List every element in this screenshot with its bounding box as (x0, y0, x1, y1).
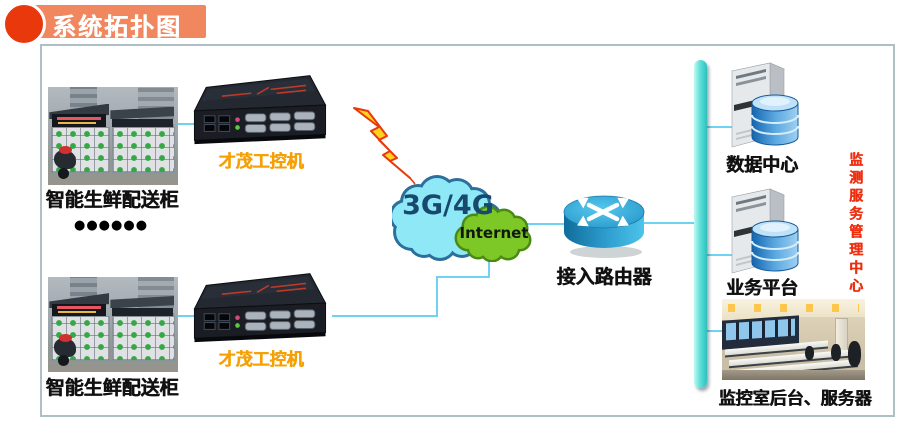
wire-ipc2-a (332, 315, 438, 317)
cabinet-photo-top (48, 87, 178, 185)
business-label: 业务平台 (726, 278, 798, 299)
cellular-cloud-label: 3G/4G (402, 190, 494, 221)
title-bullet-icon (2, 2, 46, 46)
diagram-frame (40, 44, 895, 417)
bus-bar (694, 60, 707, 388)
internet-cloud-icon (454, 205, 532, 262)
router-label: 接入路由器 (556, 266, 652, 288)
wire-bus-datacenter (704, 126, 742, 128)
lightning-icon (353, 107, 416, 185)
wire-bus-monitor (704, 330, 728, 332)
monitor-room-label: 监控室后台、服务器 (718, 389, 872, 409)
internet-cloud-label: Internet (459, 224, 529, 242)
monitor-room-photo (722, 299, 865, 380)
cabinet-label-top: 智能生鲜配送柜 (45, 189, 179, 211)
wire-internet-router (515, 223, 566, 225)
cabinet-label-bottom: 智能生鲜配送柜 (45, 377, 179, 399)
wire-cabinet-bottom (168, 315, 204, 317)
server-icon-datacenter (731, 62, 799, 148)
wire-router-bus (640, 222, 700, 224)
cabinet-photo-bottom (48, 277, 178, 372)
ipc-device-bottom (193, 273, 327, 343)
vertical-title: 监测服务管理中心 (847, 152, 863, 296)
ipc-label-top: 才茂工控机 (218, 152, 304, 172)
wire-ipc2-c (436, 276, 490, 278)
wire-bus-business (704, 254, 742, 256)
datacenter-label: 数据中心 (726, 155, 798, 176)
title-banner (30, 5, 206, 38)
router-icon (563, 195, 645, 258)
scooter-icon (51, 142, 80, 180)
wire-ipc2-b (436, 276, 438, 317)
server-icon-business (731, 188, 799, 274)
wire-cabinet-top (168, 123, 200, 125)
page-title: 系统拓扑图 (52, 13, 182, 41)
ipc-device-top (193, 75, 327, 145)
ipc-label-bottom: 才茂工控机 (218, 350, 304, 370)
ellipsis-dots: ●●●●●● (74, 218, 149, 233)
scooter-icon (51, 330, 80, 367)
